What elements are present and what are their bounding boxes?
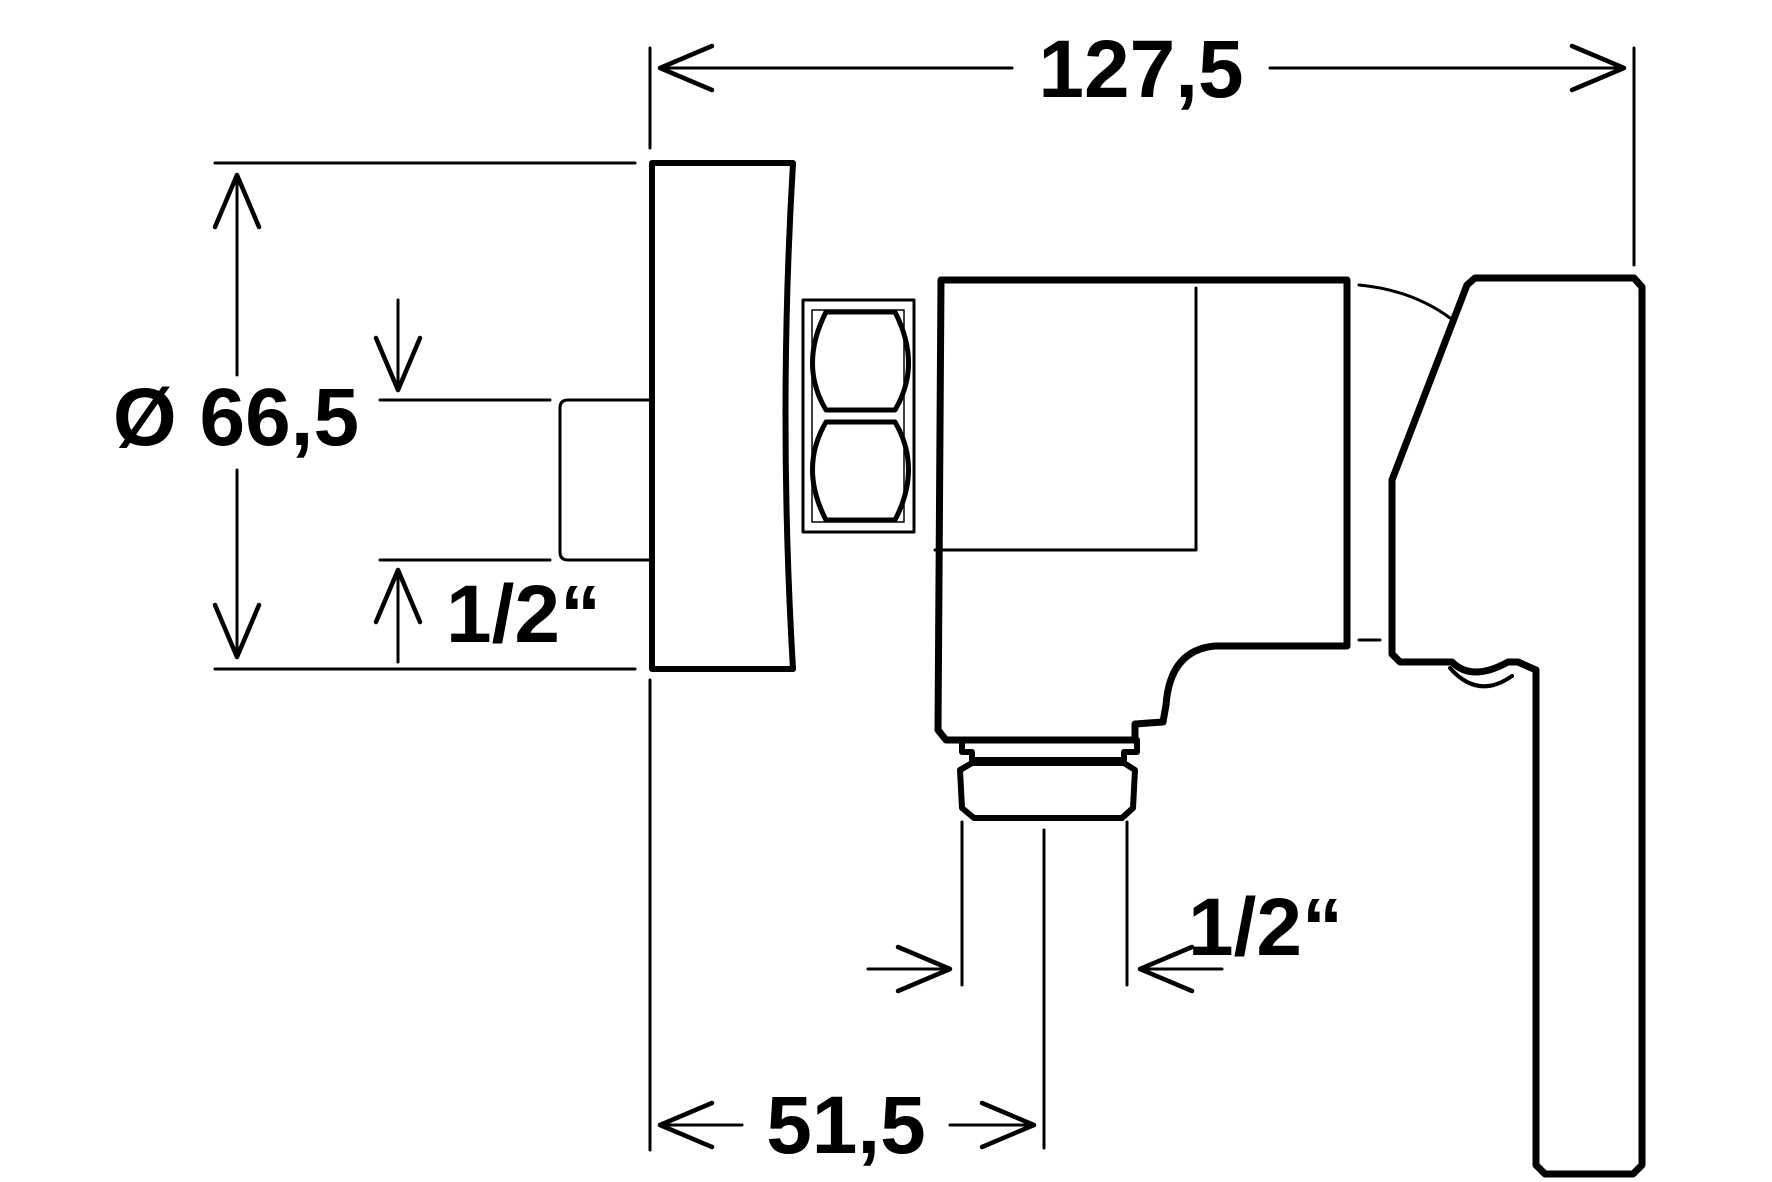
arrowheads — [212, 43, 1627, 1150]
outlet-thread-label: 1/2“ — [1188, 882, 1343, 973]
inlet-thread-label: 1/2“ — [446, 569, 601, 660]
lever-handle — [1388, 274, 1646, 1178]
outlet-thread — [957, 737, 1140, 821]
hex-nut — [801, 298, 916, 534]
extension-lines — [213, 46, 1636, 1152]
overall-length-label: 127,5 — [1038, 24, 1243, 115]
rosette-diameter-label: Ø 66,5 — [113, 372, 359, 463]
rosette-flange — [649, 160, 796, 672]
dimension-lines — [235, 66, 1626, 1127]
outlet-offset-label: 51,5 — [766, 1080, 926, 1171]
inlet-pipe — [558, 398, 652, 562]
valve-body — [933, 276, 1452, 744]
dimension-labels: 127,5 Ø 66,5 1/2“ 1/2“ 51,5 — [113, 24, 1343, 1171]
